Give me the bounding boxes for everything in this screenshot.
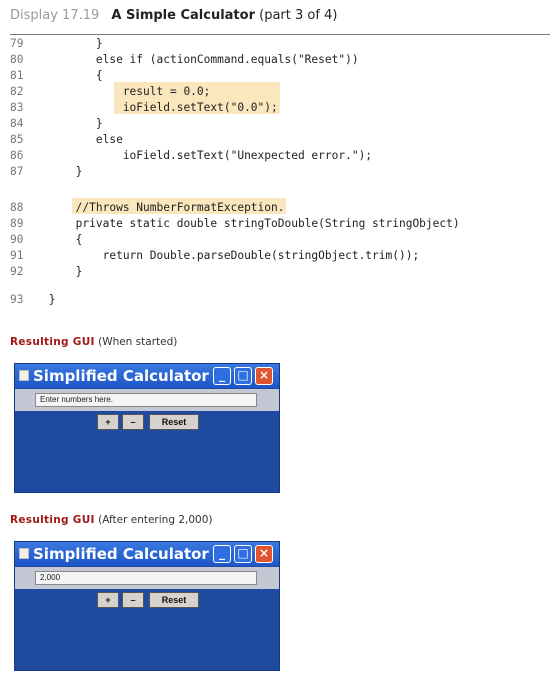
code-line: 81 { xyxy=(10,69,103,82)
display-part: (part 3 of 4) xyxy=(259,8,338,23)
window-title: Simplified Calculator xyxy=(33,545,209,563)
code-line: 90 { xyxy=(10,233,83,246)
app-icon xyxy=(19,548,29,559)
calculator-window-started: Simplified Calculator _ □ × Enter number… xyxy=(14,363,280,493)
io-field[interactable]: Enter numbers here. xyxy=(35,393,257,407)
reset-button[interactable]: Reset xyxy=(149,414,199,430)
maximize-icon[interactable]: □ xyxy=(234,367,252,385)
code-line: 87 } xyxy=(10,165,83,178)
code-line: 83 ioField.setText("0.0"); xyxy=(10,101,278,114)
close-icon[interactable]: × xyxy=(255,367,273,385)
app-icon xyxy=(19,370,29,381)
code-line: 92 } xyxy=(10,265,83,278)
section-heading-after: Resulting GUI (After entering 2,000) xyxy=(10,514,213,526)
minus-button[interactable]: – xyxy=(122,592,144,608)
code-line: 91 return Double.parseDouble(stringObjec… xyxy=(10,249,420,262)
minimize-icon[interactable]: _ xyxy=(213,367,231,385)
code-line: 80 else if (actionCommand.equals("Reset"… xyxy=(10,53,359,66)
minus-button[interactable]: – xyxy=(122,414,144,430)
title-bar[interactable]: Simplified Calculator _ □ × xyxy=(15,542,279,566)
plus-button[interactable]: + xyxy=(97,414,119,430)
code-line: 89 private static double stringToDouble(… xyxy=(10,217,460,230)
highlight-reset-block xyxy=(114,82,280,114)
window-title: Simplified Calculator xyxy=(33,367,209,385)
highlight-comment xyxy=(72,198,286,214)
display-header: Display 17.19 A Simple Calculator (part … xyxy=(10,8,550,35)
code-line: 79 } xyxy=(10,37,103,50)
io-field[interactable]: 2,000 xyxy=(35,571,257,585)
minimize-icon[interactable]: _ xyxy=(213,545,231,563)
close-icon[interactable]: × xyxy=(255,545,273,563)
code-line: 93 } xyxy=(10,293,56,306)
title-bar[interactable]: Simplified Calculator _ □ × xyxy=(15,364,279,388)
display-label: Display 17.19 xyxy=(10,8,100,23)
code-line: 88 //Throws NumberFormatException. xyxy=(10,201,285,214)
display-title: A Simple Calculator xyxy=(111,8,255,23)
maximize-icon[interactable]: □ xyxy=(234,545,252,563)
code-line: 86 ioField.setText("Unexpected error."); xyxy=(10,149,373,162)
plus-button[interactable]: + xyxy=(97,592,119,608)
code-line: 84 } xyxy=(10,117,103,130)
calculator-window-after: Simplified Calculator _ □ × 2,000 + – Re… xyxy=(14,541,280,671)
reset-button[interactable]: Reset xyxy=(149,592,199,608)
code-line: 85 else xyxy=(10,133,123,146)
section-heading-started: Resulting GUI (When started) xyxy=(10,336,178,348)
code-line: 82 result = 0.0; xyxy=(10,85,211,98)
